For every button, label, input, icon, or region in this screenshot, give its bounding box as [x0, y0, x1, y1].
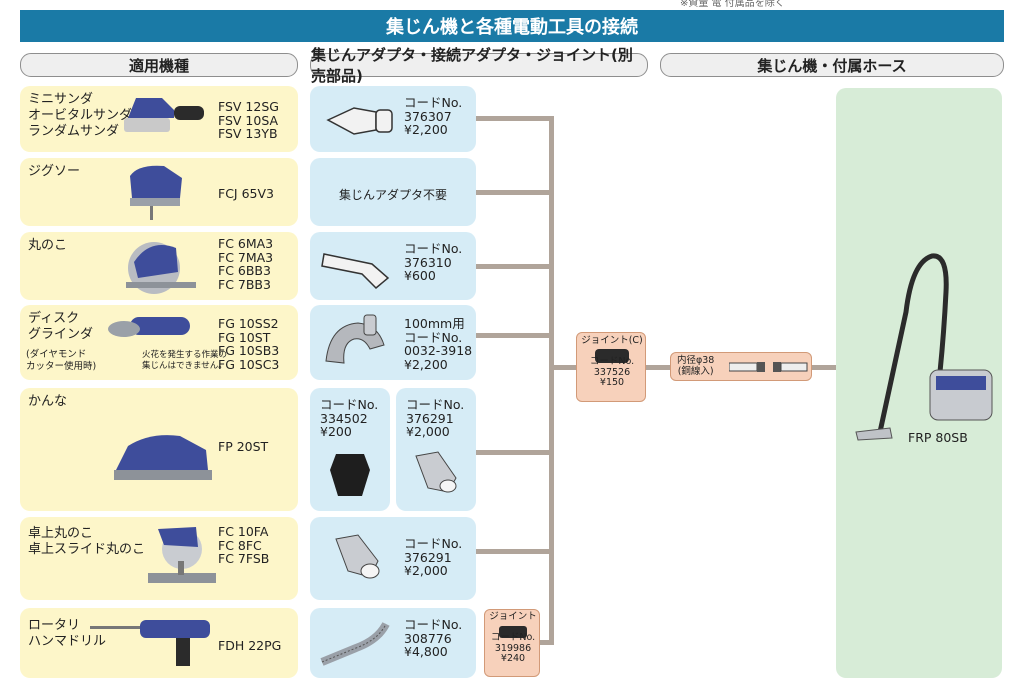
top-note: ※資量 電 付属品を除く [680, 0, 785, 9]
joint-info: ジョイント コードNo. 319986 ¥240 [489, 611, 537, 664]
miter-saw-icon [148, 527, 216, 583]
header-adapters: 集じんアダプタ・接続アダプタ・ジョイント(別売部品) [310, 46, 648, 85]
joint-c-337526: ジョイント(C) コードNo. 337526 ¥150 [576, 332, 646, 402]
grinder-icon [108, 317, 190, 337]
adapter-376291: コードNo. 376291 ¥2,000 [396, 388, 476, 511]
tool-row-hammer-drill: ロータリ ハンマドリル FDH 22PG [20, 608, 298, 678]
tool-models: FSV 12SG FSV 10SA FSV 13YB [218, 99, 279, 141]
connector-line [812, 365, 836, 370]
adapter-376310: コードNo. 376310 ¥600 [310, 232, 476, 300]
dust-collector-icon [855, 253, 993, 441]
connector-line [554, 365, 578, 370]
adapter-info: コードNo. 376307 ¥2,200 [404, 95, 463, 137]
rubber-adapter-icon [330, 454, 370, 496]
tool-name: ジグソー [28, 164, 81, 179]
metal-adapter-icon [415, 451, 457, 493]
adapter-376291-b: コードNo. 376291 ¥2,000 [310, 517, 476, 600]
tool-name: ロータリ ハンマドリル [28, 618, 107, 649]
vacuum-panel: FRP 80SB [836, 88, 1002, 678]
flex-hose-adapter-icon [320, 622, 390, 666]
adapter-info: コードNo. 376291 ¥2,000 [406, 397, 465, 439]
tool-name: ミニサンダ オービタルサンダ ランダムサンダ [28, 92, 133, 139]
tool-models: FCJ 65V3 [218, 186, 274, 201]
tool-name: 卓上丸のこ 卓上スライド丸のこ [28, 526, 146, 557]
hammer-drill-icon [90, 620, 210, 666]
header-vacuum: 集じん機・付属ホース [660, 53, 1004, 77]
adapter-308776: コードNo. 308776 ¥4,800 [310, 608, 476, 678]
sander-icon [124, 98, 204, 132]
grinder-cover-icon [325, 314, 385, 364]
adapter-info: 100mm用 コードNo. 0032-3918 ¥2,200 [404, 316, 473, 372]
tool-row-sander: ミニサンダ オービタルサンダ ランダムサンダ FSV 12SG FSV 10SA… [20, 86, 298, 152]
tool-note-spark: 火花を発生する作業の 集じんはできません。 [142, 350, 228, 371]
tool-models: FG 10SS2 FG 10ST FG 10SB3 FG 10SC3 [218, 316, 280, 372]
connector-line [474, 450, 554, 455]
connector-trunk [549, 116, 554, 645]
tool-models: FP 20ST [218, 439, 269, 454]
tool-name: 丸のこ [28, 238, 68, 253]
dust-adapter-icon [326, 107, 393, 135]
metal-adapter-icon [335, 534, 380, 579]
dust-adapter-icon [321, 253, 390, 290]
adapter-not-required: 集じんアダプタ不要 [310, 158, 476, 226]
tool-note: (ダイヤモンド カッター使用時) [26, 349, 97, 372]
connector-line [646, 365, 670, 370]
adapter-334502: コードNo. 334502 ¥200 [310, 388, 390, 511]
connector-line [474, 333, 554, 338]
header-tools: 適用機種 [20, 53, 298, 77]
jigsaw-icon [130, 165, 182, 220]
connector-line [474, 264, 554, 269]
adapter-info: コードNo. 334502 ¥200 [320, 397, 379, 439]
tool-models: FDH 22PG [218, 638, 282, 653]
adapter-info: コードNo. 376310 ¥600 [404, 241, 463, 283]
tool-row-circular-saw: 丸のこ FC 6MA3 FC 7MA3 FC 6BB3 FC 7BB3 [20, 232, 298, 300]
joint-info: ジョイント(C) コードNo. 337526 ¥150 [581, 335, 643, 388]
joint-icon [499, 626, 527, 638]
tool-models: FC 10FA FC 8FC FC 7FSB [218, 524, 270, 566]
joint-319986: ジョイント コードNo. 319986 ¥240 [484, 609, 540, 677]
planer-icon [114, 435, 212, 480]
adapter-info: コードNo. 308776 ¥4,800 [404, 617, 463, 659]
hose-coupling-icon [729, 362, 808, 372]
adapter-376307: コードNo. 376307 ¥2,200 [310, 86, 476, 152]
tool-row-grinder: ディスク グラインダ (ダイヤモンド カッター使用時) 火花を発生する作業の 集… [20, 305, 298, 380]
connector-line [474, 116, 554, 121]
hose-info: 内径φ38 (銅線入) [677, 355, 715, 377]
tool-row-planer: かんな FP 20ST [20, 388, 298, 511]
page-title: 集じん機と各種電動工具の接続 [20, 10, 1004, 42]
tool-row-jigsaw: ジグソー FCJ 65V3 [20, 158, 298, 226]
adapter-0032-3918: 100mm用 コードNo. 0032-3918 ¥2,200 [310, 305, 476, 380]
adapter-info: コードNo. 376291 ¥2,000 [404, 536, 463, 578]
tool-name: ディスク グラインダ [28, 311, 94, 342]
tool-name: かんな [28, 394, 68, 409]
hose-box: 内径φ38 (銅線入) [670, 352, 812, 381]
joint-icon [595, 349, 629, 363]
connector-line [474, 190, 554, 195]
adapter-info: 集じんアダプタ不要 [338, 188, 447, 202]
connector-line [540, 640, 554, 645]
vacuum-model: FRP 80SB [908, 430, 968, 445]
circular-saw-icon [126, 242, 196, 294]
connector-line [474, 549, 554, 554]
tool-models: FC 6MA3 FC 7MA3 FC 6BB3 FC 7BB3 [218, 236, 274, 292]
tool-row-miter-saw: 卓上丸のこ 卓上スライド丸のこ FC 10FA FC 8FC FC 7FSB [20, 517, 298, 600]
